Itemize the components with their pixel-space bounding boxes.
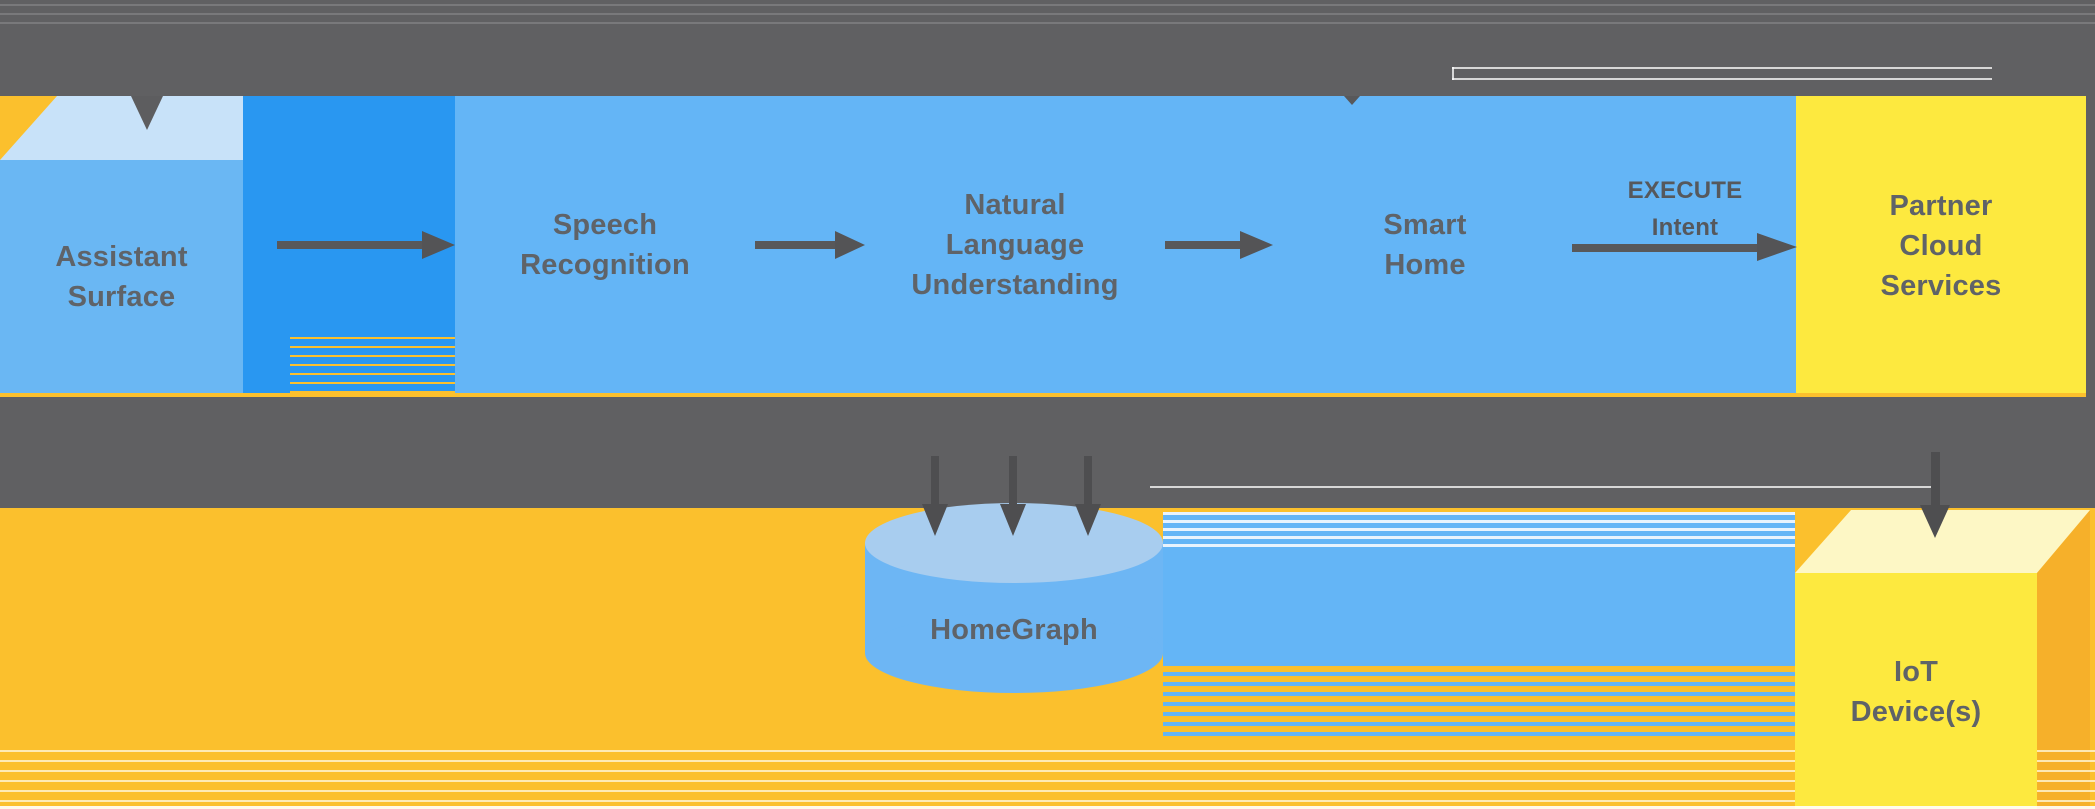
hidden-connector-line [1150,486,1935,488]
bottom-stripe-artifact [0,742,2095,806]
band-streak [0,22,2095,24]
hidden-connector-line [1452,67,1992,69]
cube-side-stripe-artifact [290,330,455,393]
assistant-surface-label: Assistant Surface [55,241,188,313]
homegraph-label: HomeGraph [930,614,1098,646]
partner-cloud-services-box [1796,96,2086,393]
top-dark-band [0,0,2095,96]
arrow-assistant-to-speech [277,241,422,249]
partner-cloud-services-label: Partner Cloud Services [1880,190,2002,302]
arrow-into-homegraph-shaft [1084,456,1092,506]
bottom-white-edge [0,806,2095,809]
band-streak [0,13,2095,15]
hidden-connector-tick [1452,67,1454,80]
band-streak [0,4,2095,6]
arrow-into-homegraph-shaft [931,456,939,506]
mid-dark-band [0,397,2095,508]
speech-recognition-label: Speech Recognition [520,209,690,281]
assistant-surface-cube-front-face [0,160,243,393]
arrow-into-homegraph-shaft [1009,456,1017,506]
iot-devices-label: IoT Device(s) [1850,656,1982,728]
blue-band-solid [1163,550,1795,662]
arrow-smart-home-to-partner [1572,244,1757,252]
execute-intent-label: EXECUTE Intent [1627,177,1743,241]
artifact-notch [1344,96,1360,105]
smart-home-label: Smart Home [1383,209,1467,281]
iot-cube-front-face [1795,573,2037,809]
blue-band-stripe-bottom [1163,662,1795,742]
homegraph-cylinder-bottom [865,613,1163,693]
arrow-speech-to-nlu [755,241,835,249]
natural-language-understanding-label: Natural Language Understanding [911,189,1119,301]
arrow-into-iot-shaft [1931,452,1940,506]
blue-band-stripe-top [1163,512,1795,550]
arrow-nlu-to-smart-home [1165,241,1240,249]
hidden-connector-line [1452,78,1992,80]
